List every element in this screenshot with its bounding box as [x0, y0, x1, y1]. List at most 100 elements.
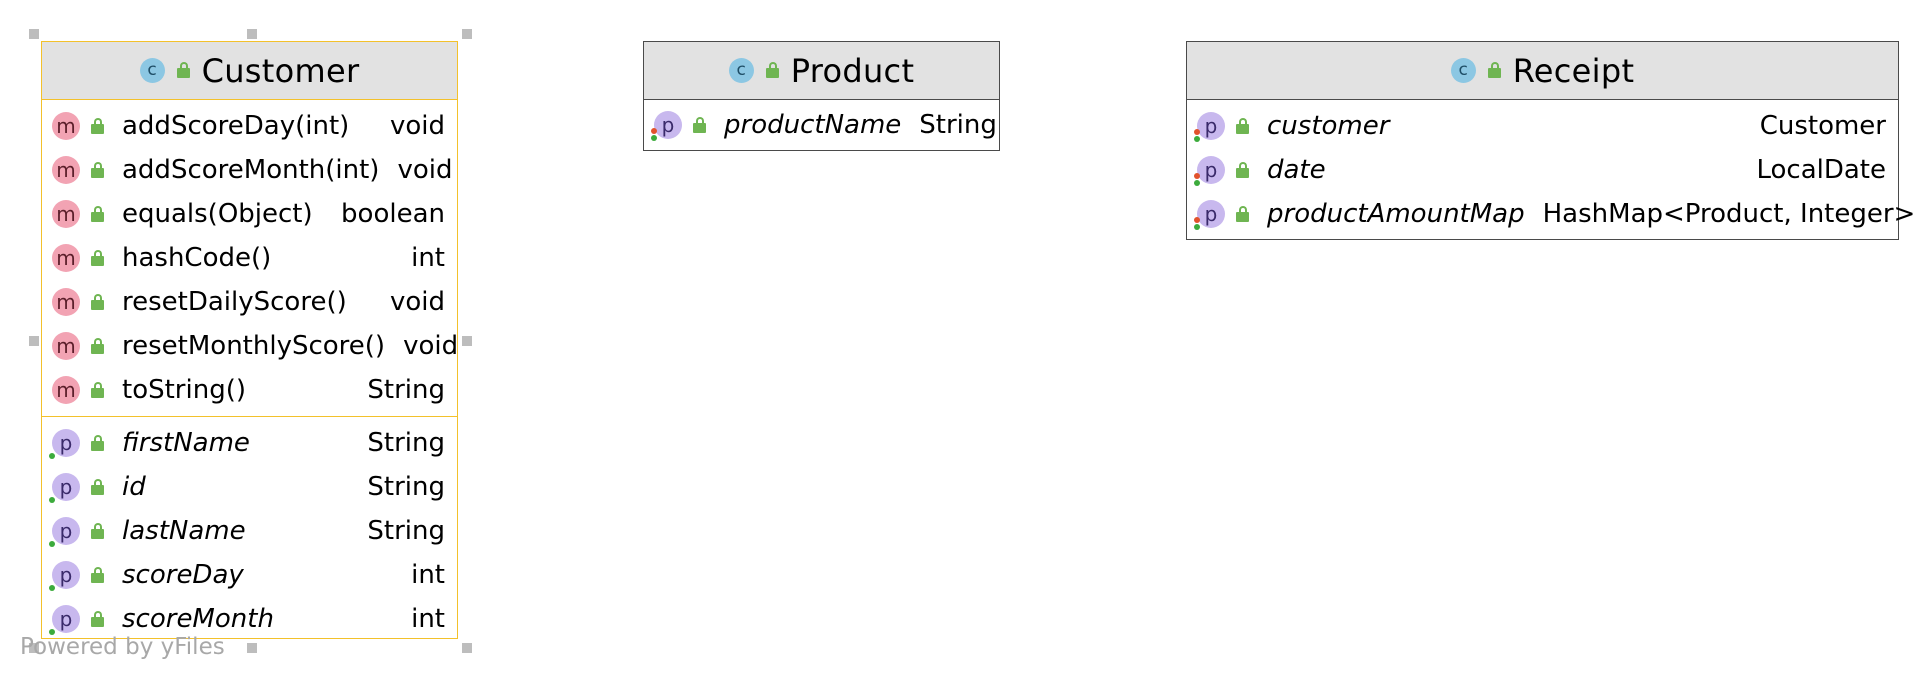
property-name: lastName: [122, 516, 246, 546]
property-icon: p: [49, 473, 80, 503]
method-row[interactable]: m toString() String: [42, 368, 457, 412]
class-name: Product: [790, 51, 915, 90]
method-name: hashCode(): [122, 243, 272, 273]
property-icon: p: [651, 111, 682, 141]
method-return-type: boolean: [341, 199, 445, 229]
property-row[interactable]: p productName String: [644, 103, 999, 147]
method-name: toString(): [122, 375, 246, 405]
method-row[interactable]: m resetMonthlyScore() void: [42, 324, 459, 368]
class-node-receipt[interactable]: c Receipt p customer Customer p date Loc…: [1186, 41, 1915, 240]
property-name: firstName: [122, 428, 250, 458]
class-header: c Customer: [42, 42, 457, 100]
property-name: date: [1267, 155, 1326, 185]
method-return-type: void: [389, 111, 445, 141]
property-name: productName: [724, 110, 902, 140]
method-return-type: void: [403, 331, 459, 361]
properties-section: p firstName String p id String p lastNam…: [42, 416, 457, 645]
property-row[interactable]: p scoreMonth int: [42, 597, 457, 641]
property-name: scoreMonth: [122, 604, 274, 634]
getter-indicator-icon: [49, 453, 55, 459]
public-lock-icon: [89, 434, 106, 452]
class-name: Receipt: [1512, 51, 1635, 90]
getter-indicator-icon: [651, 135, 657, 141]
method-row[interactable]: m addScoreDay(int) void: [42, 104, 457, 148]
method-row[interactable]: m addScoreMonth(int) void: [42, 148, 457, 192]
public-lock-icon: [764, 62, 781, 79]
resize-handle-bottom-right[interactable]: [462, 643, 472, 653]
property-name: customer: [1267, 111, 1390, 141]
property-row[interactable]: p lastName String: [42, 509, 457, 553]
class-node-customer[interactable]: c Customer m addScoreDay(int) void m add…: [41, 41, 458, 639]
resize-handle-middle-right[interactable]: [462, 336, 472, 346]
setter-indicator-icon: [1194, 173, 1200, 179]
getter-indicator-icon: [1194, 136, 1200, 142]
property-type: int: [411, 604, 445, 634]
method-name: equals(Object): [122, 199, 313, 229]
setter-indicator-icon: [651, 128, 657, 134]
method-name: resetDailyScore(): [122, 287, 347, 317]
class-header: c Receipt: [1187, 42, 1898, 100]
method-row[interactable]: m hashCode() int: [42, 236, 457, 280]
method-icon: m: [52, 112, 80, 140]
property-icon: p: [1194, 112, 1225, 142]
method-icon: m: [52, 244, 80, 272]
property-name: productAmountMap: [1267, 199, 1525, 229]
method-name: resetMonthlyScore(): [122, 331, 386, 361]
setter-indicator-icon: [1194, 129, 1200, 135]
class-icon: c: [1450, 58, 1476, 83]
method-return-type: void: [389, 287, 445, 317]
resize-handle-bottom-left[interactable]: [29, 643, 39, 653]
property-row[interactable]: p date LocalDate: [1187, 148, 1898, 192]
methods-section: m addScoreDay(int) void m addScoreMonth(…: [42, 100, 459, 416]
property-row[interactable]: p firstName String: [42, 421, 457, 465]
property-icon: p: [49, 605, 80, 635]
method-icon: m: [52, 332, 80, 360]
public-lock-icon: [1486, 62, 1503, 79]
property-icon: p: [49, 429, 80, 459]
property-icon: p: [1194, 200, 1225, 230]
resize-handle-top-center[interactable]: [247, 29, 257, 39]
getter-indicator-icon: [49, 585, 55, 591]
public-lock-icon: [89, 566, 106, 584]
property-row[interactable]: p id String: [42, 465, 457, 509]
public-lock-icon: [1234, 117, 1251, 135]
getter-indicator-icon: [1194, 224, 1200, 230]
property-type: LocalDate: [1756, 155, 1886, 185]
property-row[interactable]: p customer Customer: [1187, 104, 1898, 148]
public-lock-icon: [1234, 205, 1251, 223]
method-icon: m: [52, 156, 80, 184]
method-return-type: int: [411, 243, 445, 273]
public-lock-icon: [1234, 161, 1251, 179]
properties-section: p productName String: [644, 100, 999, 150]
public-lock-icon: [89, 117, 106, 135]
property-row[interactable]: p scoreDay int: [42, 553, 457, 597]
public-lock-icon: [89, 478, 106, 496]
public-lock-icon: [89, 610, 106, 628]
resize-handle-top-right[interactable]: [462, 29, 472, 39]
method-icon: m: [52, 376, 80, 404]
method-row[interactable]: m resetDailyScore() void: [42, 280, 457, 324]
method-name: addScoreMonth(int): [122, 155, 380, 185]
public-lock-icon: [89, 293, 106, 311]
public-lock-icon: [89, 381, 106, 399]
method-return-type: String: [367, 375, 445, 405]
method-icon: m: [52, 288, 80, 316]
public-lock-icon: [691, 116, 708, 134]
class-node-product[interactable]: c Product p productName String: [643, 41, 1000, 151]
property-row[interactable]: p productAmountMap HashMap<Product, Inte…: [1187, 192, 1915, 236]
resize-handle-top-left[interactable]: [29, 29, 39, 39]
public-lock-icon: [89, 249, 106, 267]
class-icon: c: [139, 58, 165, 83]
public-lock-icon: [89, 161, 106, 179]
getter-indicator-icon: [1194, 180, 1200, 186]
method-return-type: void: [397, 155, 453, 185]
property-icon: p: [49, 561, 80, 591]
property-name: id: [122, 472, 146, 502]
resize-handle-bottom-center[interactable]: [247, 643, 257, 653]
getter-indicator-icon: [49, 541, 55, 547]
method-row[interactable]: m equals(Object) boolean: [42, 192, 457, 236]
property-icon: p: [1194, 156, 1225, 186]
resize-handle-middle-left[interactable]: [29, 336, 39, 346]
property-type: String: [367, 472, 445, 502]
class-icon: c: [728, 58, 754, 83]
